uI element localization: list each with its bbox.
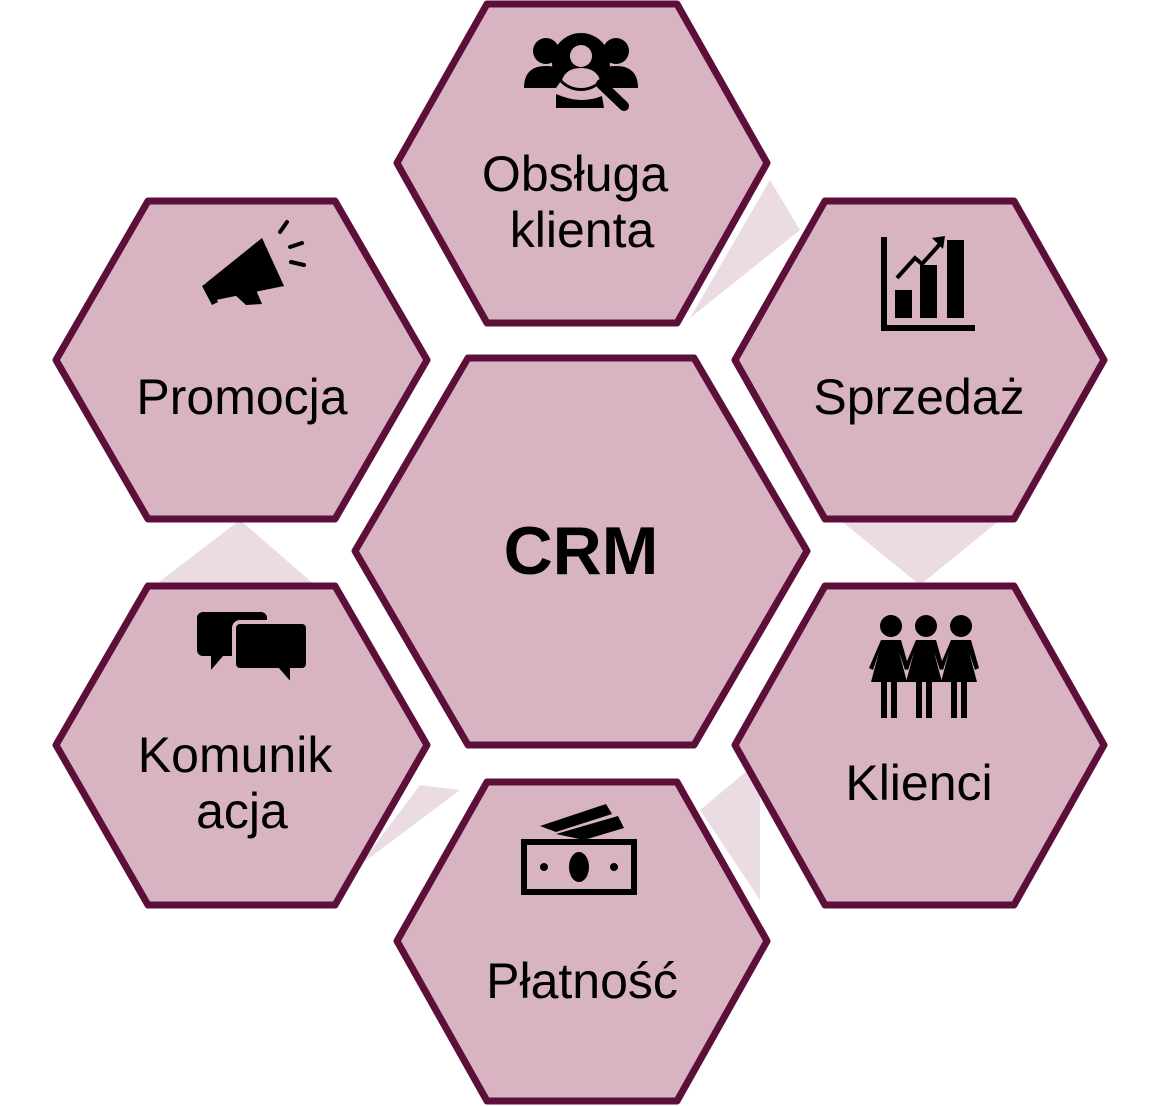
hex-customer-service (393, 0, 771, 327)
chat-bubbles-icon (197, 612, 310, 692)
megaphone-icon (202, 220, 306, 305)
node-label-payment: Płatność (486, 953, 678, 1009)
people-group-icon (869, 615, 979, 718)
hex-clients (731, 582, 1108, 909)
label-line: Płatność (486, 953, 678, 1009)
node-label-sales: Sprzedaż (813, 369, 1024, 425)
connector-bottom-left (360, 785, 460, 865)
node-label-customer-service: Obsługa klienta (482, 146, 682, 258)
money-bills-icon (521, 804, 637, 895)
label-line: Promocja (136, 369, 347, 425)
hex-payment (393, 778, 771, 1105)
connector-top-right (690, 180, 800, 318)
node-label-communication: Komunik acja (138, 727, 346, 839)
connector-bottom-right (700, 760, 760, 900)
connectors (155, 180, 1000, 900)
label-line: klienta (510, 202, 655, 258)
label-line: acja (196, 783, 288, 839)
customer-search-icon (524, 33, 638, 111)
node-label-clients: Klienci (845, 755, 992, 811)
label-line: Klienci (845, 755, 992, 811)
label-line: Sprzedaż (813, 369, 1024, 425)
connector-right (840, 520, 1000, 585)
hex-sales (731, 197, 1108, 523)
bar-chart-growth-icon (881, 236, 975, 331)
node-label-promotion: Promocja (136, 369, 347, 425)
connector-left (155, 520, 315, 585)
label-line: Obsługa (482, 146, 668, 202)
label-line: Komunik (138, 727, 334, 783)
hex-promotion (52, 197, 431, 523)
hex-center (351, 354, 811, 749)
center-label: CRM (504, 513, 659, 589)
hexagons (52, 0, 1108, 1105)
hex-communication (52, 582, 431, 909)
